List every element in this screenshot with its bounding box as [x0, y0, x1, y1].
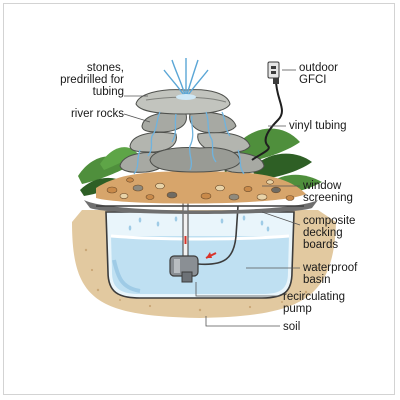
label-stones: stones, predrilled for tubing — [34, 62, 124, 98]
label-soil-line-1: soil — [283, 321, 301, 333]
pump-cord — [197, 205, 239, 266]
label-recirculating-pump-line-2: pump — [283, 303, 312, 315]
label-recirculating-pump-line-1: recirculating — [283, 291, 345, 303]
label-window-screening-line-1: window — [303, 180, 342, 192]
label-waterproof-basin-line-2: basin — [303, 274, 331, 286]
label-vinyl-tubing-line-1: vinyl tubing — [289, 120, 347, 132]
label-waterproof-basin-line-1: waterproof — [303, 262, 358, 274]
vinyl-tubing — [251, 79, 283, 161]
label-soil: soil — [283, 321, 300, 333]
label-river-rocks-line-1: river rocks — [70, 108, 124, 120]
label-outdoor-gfci-line-2: GFCI — [299, 74, 327, 86]
window-screening — [84, 200, 318, 214]
label-stones-line-1: stones, — [86, 62, 124, 74]
label-stones-line-3: tubing — [92, 86, 124, 98]
label-outdoor-gfci: outdoor GFCI — [299, 62, 338, 86]
water-drips — [128, 215, 270, 232]
foliage-left — [78, 147, 138, 196]
label-composite-decking-line-3: boards — [303, 239, 339, 251]
label-outdoor-gfci-line-1: outdoor — [299, 62, 339, 74]
basin-water — [111, 236, 289, 294]
water-shade — [112, 259, 141, 293]
label-river-rocks: river rocks — [34, 108, 124, 120]
label-composite-decking-line-1: composite — [303, 215, 356, 227]
label-window-screening: window screening — [303, 180, 353, 204]
pump-icon — [169, 255, 199, 283]
pebbles — [106, 177, 295, 201]
label-composite-decking-line-2: decking — [303, 227, 343, 239]
label-composite-decking: composite decking boards — [303, 215, 355, 251]
gfci-outlet-icon — [267, 61, 280, 84]
soil-speckles — [84, 244, 320, 312]
leader-lines — [123, 69, 301, 327]
label-recirculating-pump: recirculating pump — [283, 291, 345, 315]
image-frame — [3, 3, 395, 395]
label-window-screening-line-2: screening — [303, 192, 353, 204]
label-vinyl-tubing: vinyl tubing — [289, 120, 347, 132]
cascading-water — [133, 111, 245, 175]
label-waterproof-basin: waterproof basin — [303, 262, 357, 286]
water-surface — [110, 234, 290, 241]
label-stones-line-2: predrilled for — [60, 74, 124, 86]
